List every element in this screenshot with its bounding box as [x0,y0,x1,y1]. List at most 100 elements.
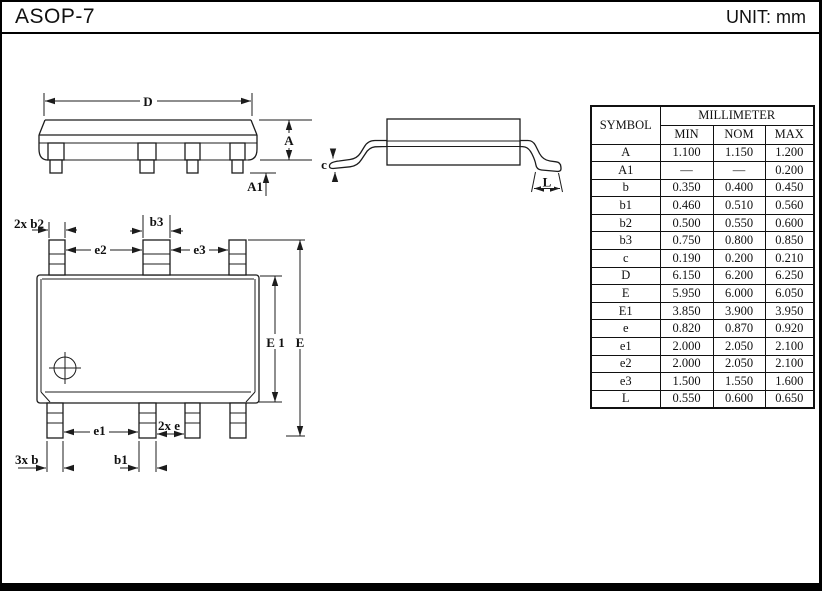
dim-label-c: c [321,157,327,172]
nom-cell: 0.400 [712,178,766,198]
min-cell: 3.850 [659,301,714,321]
nom-cell: 0.510 [712,196,766,215]
dim-label-e1: e1 [93,423,105,438]
symbol-cell: b1 [590,196,661,215]
min-cell: — [659,161,714,180]
nom-cell: 2.050 [712,354,766,374]
dim-label-b: 3x b [15,452,38,467]
min-cell: 0.190 [659,249,714,268]
col-header-min: MIN [659,124,714,145]
min-cell: 0.500 [659,213,714,233]
dim-label-E1: E 1 [266,335,284,350]
symbol-cell: D [590,266,661,286]
nom-cell: 0.800 [712,231,766,251]
symbol-cell: b [590,178,661,198]
dim-label-E: E [296,335,305,350]
symbol-cell: e1 [590,337,661,356]
max-cell: 3.950 [764,301,815,321]
nom-cell: 6.200 [712,266,766,286]
max-cell: 2.100 [764,337,815,356]
min-cell: 2.000 [659,337,714,356]
symbol-cell: E [590,284,661,303]
max-cell: 0.560 [764,196,815,215]
nom-cell: 1.550 [712,372,766,391]
nom-cell: 3.900 [712,301,766,321]
max-cell: 0.650 [764,389,815,409]
min-cell: 6.150 [659,266,714,286]
nom-cell: 0.550 [712,213,766,233]
max-cell: 2.100 [764,354,815,374]
max-cell: 6.050 [764,284,815,303]
symbol-cell: c [590,249,661,268]
nom-cell: 0.600 [712,389,766,409]
symbol-cell: b3 [590,231,661,251]
dim-label-A1: A1 [247,179,263,194]
pin1-indicator [49,352,81,384]
nom-cell: 0.870 [712,319,766,339]
min-cell: 0.750 [659,231,714,251]
nom-cell: — [712,161,766,180]
min-cell: 1.500 [659,372,714,391]
symbol-cell: A1 [590,161,661,180]
bottom-view-drawing: 2x b2 b3 e2 e3 E E 1 e1 2x [14,214,307,472]
symbol-cell: b2 [590,213,661,233]
nom-cell: 2.050 [712,337,766,356]
min-cell: 1.100 [659,143,714,163]
page-title: ASOP-7 [15,5,96,28]
table-row: A1——0.200 [590,161,815,180]
top-pins [48,239,247,276]
dim-label-b1: b1 [114,452,128,467]
max-cell: 1.200 [764,143,815,163]
dim-label-A: A [284,133,294,148]
max-cell: 6.250 [764,266,815,286]
right-lead [519,139,562,173]
max-cell: 0.450 [764,178,815,198]
symbol-header: SYMBOL [590,105,661,145]
symbol-cell: e [590,319,661,339]
unit-label: UNIT: mm [726,6,806,27]
dim-label-L: L [543,175,552,190]
symbol-cell: L [590,389,661,409]
min-cell: 0.350 [659,178,714,198]
nom-cell: 0.200 [712,249,766,268]
dim-label-D: D [143,94,152,109]
min-cell: 5.950 [659,284,714,303]
min-cell: 0.460 [659,196,714,215]
dim-label-b2: 2x b2 [14,216,44,231]
symbol-cell: e2 [590,354,661,374]
symbol-cell: e3 [590,372,661,391]
dim-label-e2: e2 [94,242,106,257]
dim-label-e: 2x e [158,418,180,433]
max-cell: 0.210 [764,249,815,268]
millimeter-header: MILLIMETER [659,105,815,126]
dim-label-b3: b3 [150,214,164,229]
bottom-pins [46,402,247,439]
symbol-cell: E1 [590,301,661,321]
end-view-drawing: c L [321,118,563,193]
max-cell: 0.850 [764,231,815,251]
left-lead [328,139,388,170]
max-cell: 1.600 [764,372,815,391]
max-cell: 0.200 [764,161,815,180]
dim-label-e3: e3 [193,242,206,257]
col-header-nom: NOM [712,124,766,145]
min-cell: 2.000 [659,354,714,374]
nom-cell: 1.150 [712,143,766,163]
side-view-drawing: D A A1 [38,93,312,196]
header-bar: ASOP-7 UNIT: mm [2,2,819,34]
min-cell: 0.550 [659,389,714,409]
